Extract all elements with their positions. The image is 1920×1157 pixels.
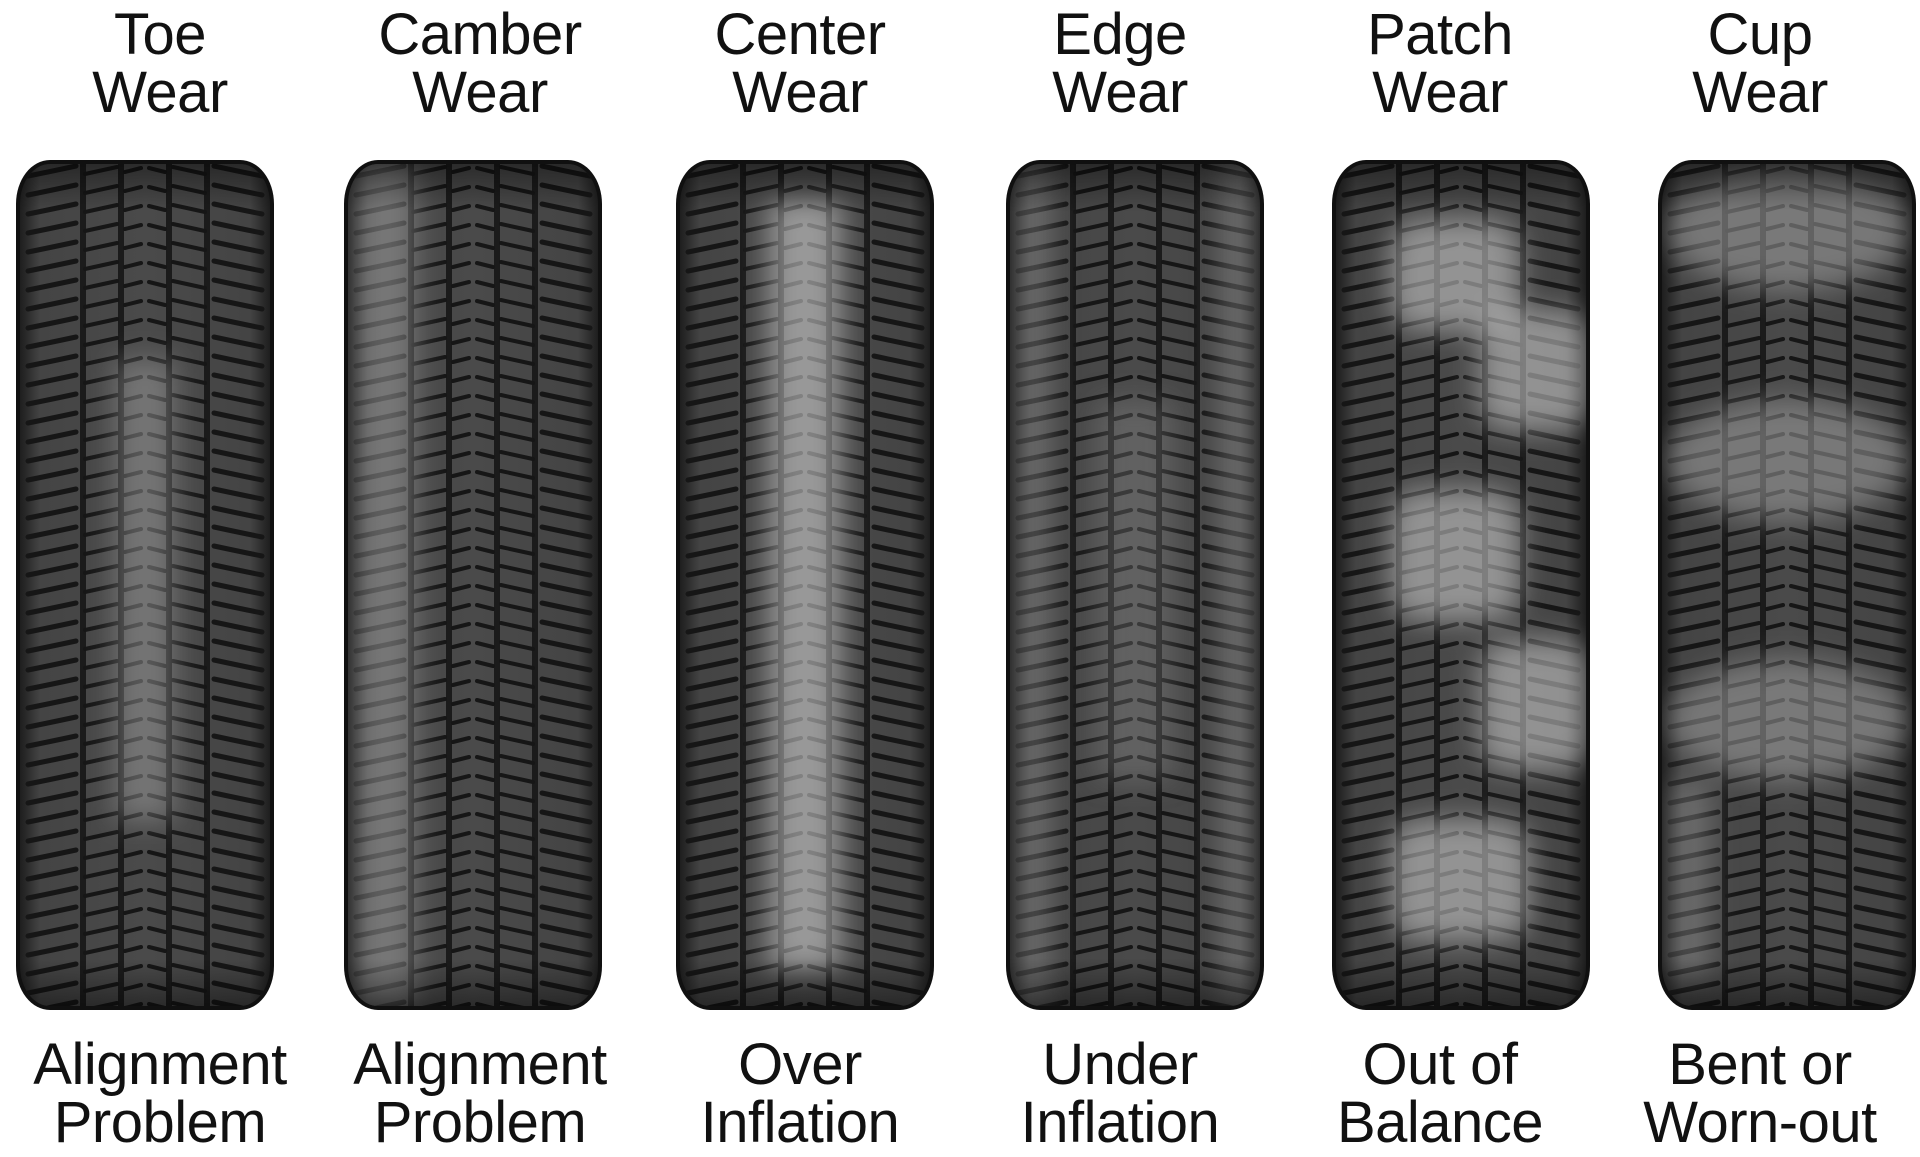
wear-cause-label: Over Inflation	[640, 1036, 960, 1152]
wear-type-title-line1: Camber	[378, 2, 582, 67]
wear-type-title-line2: Wear	[1052, 60, 1188, 125]
wear-cause-line1: Under	[1042, 1032, 1198, 1097]
wear-type-title-line1: Cup	[1707, 2, 1813, 67]
tire-tread-icon	[1656, 160, 1918, 1010]
tire-tread-icon	[674, 160, 936, 1010]
wear-type-title-line1: Toe	[113, 2, 207, 67]
wear-type-title-line1: Patch	[1367, 2, 1513, 67]
wear-type-title-line1: Edge	[1053, 2, 1187, 67]
wear-type-title-line1: Center	[714, 2, 886, 67]
wear-cause-line2: Inflation	[1020, 1090, 1220, 1155]
tire-column-center: Center Wear Over Inflation	[640, 0, 960, 1157]
wear-cause-line1: Out of	[1362, 1032, 1518, 1097]
wear-cause-line2: Problem	[53, 1090, 267, 1155]
wear-cause-line1: Alignment	[353, 1032, 607, 1097]
wear-cause-label: Alignment Problem	[0, 1036, 320, 1152]
wear-type-title: Cup Wear	[1600, 6, 1920, 122]
wear-type-title-line2: Wear	[1692, 60, 1828, 125]
wear-cause-label: Bent or Worn-out	[1600, 1036, 1920, 1152]
tire-tread-icon	[1004, 160, 1266, 1010]
wear-cause-line1: Alignment	[33, 1032, 287, 1097]
wear-cause-line1: Over	[738, 1032, 862, 1097]
wear-cause-label: Out of Balance	[1280, 1036, 1600, 1152]
wear-cause-label: Under Inflation	[960, 1036, 1280, 1152]
tire-column-camber: Camber Wear Alignment Problem	[320, 0, 640, 1157]
tire-tread-icon	[14, 160, 276, 1010]
wear-type-title: Camber Wear	[320, 6, 640, 122]
tire-column-cup: Cup Wear Bent or Worn-out	[1600, 0, 1920, 1157]
wear-cause-line1: Bent or	[1668, 1032, 1852, 1097]
wear-cause-line2: Worn-out	[1643, 1090, 1877, 1155]
wear-cause-line2: Balance	[1336, 1090, 1544, 1155]
wear-cause-label: Alignment Problem	[320, 1036, 640, 1152]
tire-tread-icon	[1330, 160, 1592, 1010]
wear-type-title: Toe Wear	[0, 6, 320, 122]
wear-type-title: Patch Wear	[1280, 6, 1600, 122]
wear-type-title-line2: Wear	[412, 60, 548, 125]
wear-type-title-line2: Wear	[732, 60, 868, 125]
wear-type-title-line2: Wear	[92, 60, 228, 125]
tire-tread-icon	[342, 160, 604, 1010]
tire-column-toe: Toe Wear Alignment Problem	[0, 0, 320, 1157]
wear-cause-line2: Problem	[373, 1090, 587, 1155]
wear-type-title: Center Wear	[640, 6, 960, 122]
wear-type-title: Edge Wear	[960, 6, 1280, 122]
wear-type-title-line2: Wear	[1372, 60, 1508, 125]
wear-cause-line2: Inflation	[700, 1090, 900, 1155]
tire-column-edge: Edge Wear Under Inflation	[960, 0, 1280, 1157]
tire-column-patch: Patch Wear Out of Balance	[1280, 0, 1600, 1157]
